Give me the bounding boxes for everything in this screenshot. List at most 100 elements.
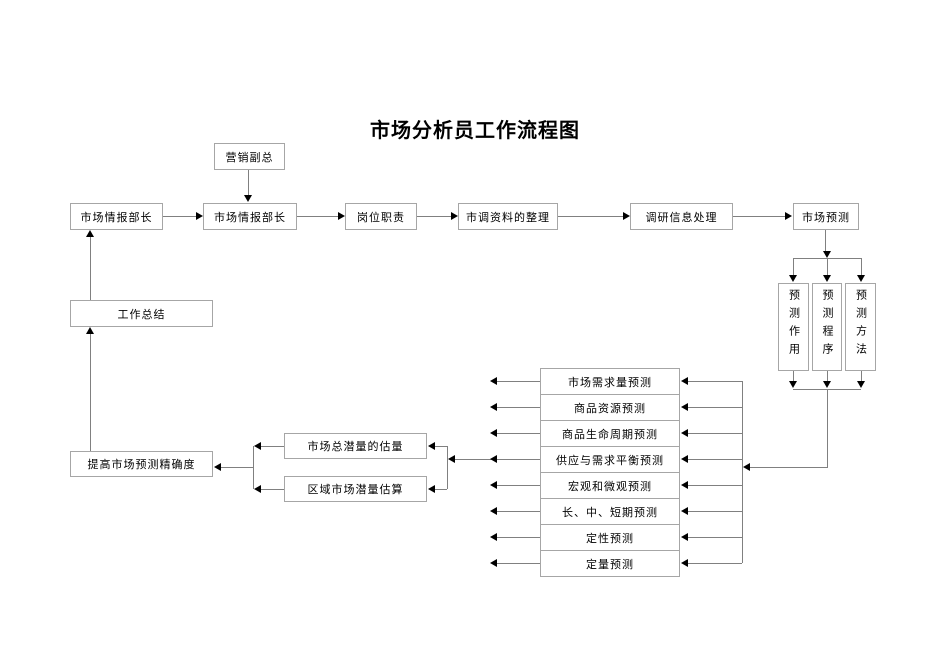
arrowhead-left-icon xyxy=(681,481,688,489)
arrowhead-left-icon xyxy=(681,507,688,515)
connector-line-horizontal xyxy=(297,216,338,217)
arrowhead-up-icon xyxy=(86,230,94,237)
connector-line-horizontal xyxy=(688,511,742,512)
node-marketing-vp: 营销副总 xyxy=(214,143,285,170)
node-forecast-role: 预测作用 xyxy=(778,283,809,371)
node-survey-data-org: 市调资料的整理 xyxy=(458,203,558,230)
node-forecast-type-term: 长、中、短期预测 xyxy=(540,498,680,525)
connector-line-horizontal xyxy=(733,216,785,217)
connector-line-horizontal xyxy=(261,446,284,447)
connector-line-vertical xyxy=(793,258,794,275)
node-improve-accuracy: 提高市场预测精确度 xyxy=(70,451,213,477)
node-forecast-type-macro-micro: 宏观和微观预测 xyxy=(540,472,680,499)
connector-line-horizontal xyxy=(497,485,540,486)
arrowhead-left-icon xyxy=(681,559,688,567)
arrowhead-left-icon xyxy=(214,463,221,471)
arrowhead-down-icon xyxy=(857,275,865,282)
connector-line-vertical xyxy=(90,334,91,451)
arrowhead-left-icon xyxy=(490,559,497,567)
connector-line-horizontal xyxy=(497,563,540,564)
arrowhead-left-icon xyxy=(490,481,497,489)
arrowhead-left-icon xyxy=(490,377,497,385)
node-forecast-type-lifecycle: 商品生命周期预测 xyxy=(540,420,680,447)
connector-line-horizontal xyxy=(688,537,742,538)
connector-line-horizontal xyxy=(435,489,447,490)
node-intel-chief-left: 市场情报部长 xyxy=(70,203,163,230)
connector-line-horizontal xyxy=(261,489,284,490)
node-total-market-potential: 市场总潜量的估量 xyxy=(284,433,427,459)
arrowhead-right-icon xyxy=(623,212,630,220)
arrowhead-right-icon xyxy=(196,212,203,220)
connector-line-horizontal xyxy=(750,467,828,468)
connector-line-horizontal xyxy=(688,433,742,434)
arrowhead-down-icon xyxy=(823,275,831,282)
node-work-summary: 工作总结 xyxy=(70,300,213,327)
connector-line-horizontal xyxy=(417,216,451,217)
arrowhead-right-icon xyxy=(451,212,458,220)
arrowhead-left-icon xyxy=(448,455,455,463)
node-research-info-processing: 调研信息处理 xyxy=(630,203,733,230)
arrowhead-left-icon xyxy=(681,533,688,541)
arrowhead-left-icon xyxy=(681,403,688,411)
node-regional-market-potential: 区域市场潜量估算 xyxy=(284,476,427,502)
connector-line-vertical xyxy=(253,446,254,489)
arrowhead-right-icon xyxy=(338,212,345,220)
arrowhead-down-icon xyxy=(244,195,252,202)
arrowhead-left-icon xyxy=(490,403,497,411)
connector-line-horizontal xyxy=(497,537,540,538)
node-forecast-type-demand: 市场需求量预测 xyxy=(540,368,680,395)
connector-line-vertical xyxy=(827,371,828,381)
arrowhead-left-icon xyxy=(254,485,261,493)
flowchart-title: 市场分析员工作流程图 xyxy=(370,120,580,142)
connector-line-horizontal xyxy=(497,511,540,512)
arrowhead-left-icon xyxy=(681,377,688,385)
connector-line-horizontal xyxy=(497,407,540,408)
arrowhead-left-icon xyxy=(681,455,688,463)
connector-line-vertical xyxy=(248,170,249,195)
node-forecast-type-supply-demand: 供应与需求平衡预测 xyxy=(540,446,680,473)
arrowhead-left-icon xyxy=(490,507,497,515)
connector-line-horizontal xyxy=(163,216,196,217)
connector-line-horizontal xyxy=(688,407,742,408)
arrowhead-down-icon xyxy=(789,275,797,282)
node-intel-chief-main: 市场情报部长 xyxy=(203,203,297,230)
arrowhead-up-icon xyxy=(86,327,94,334)
connector-line-horizontal xyxy=(455,459,540,460)
connector-line-horizontal xyxy=(688,381,742,382)
connector-line-vertical xyxy=(827,258,828,275)
connector-line-horizontal xyxy=(688,459,742,460)
node-forecast-type-qualitative: 定性预测 xyxy=(540,524,680,551)
arrowhead-down-icon xyxy=(789,381,797,388)
connector-line-vertical xyxy=(793,371,794,381)
arrowhead-left-icon xyxy=(490,455,497,463)
arrowhead-left-icon xyxy=(490,533,497,541)
connector-line-vertical xyxy=(861,258,862,275)
node-forecast-procedure: 预测程序 xyxy=(812,283,842,371)
connector-line-horizontal xyxy=(497,433,540,434)
arrowhead-down-icon xyxy=(823,381,831,388)
connector-line-vertical xyxy=(447,446,448,489)
arrowhead-right-icon xyxy=(785,212,792,220)
node-forecast-method: 预测方法 xyxy=(845,283,876,371)
connector-line-vertical xyxy=(827,389,828,467)
connector-line-vertical xyxy=(861,371,862,381)
arrowhead-left-icon xyxy=(490,429,497,437)
arrowhead-left-icon xyxy=(254,442,261,450)
arrowhead-left-icon xyxy=(743,463,750,471)
node-forecast-type-quantitative: 定量预测 xyxy=(540,550,680,577)
connector-line-horizontal xyxy=(688,485,742,486)
connector-line-horizontal xyxy=(435,446,447,447)
connector-line-horizontal xyxy=(497,381,540,382)
node-job-duty: 岗位职责 xyxy=(345,203,417,230)
arrowhead-down-icon xyxy=(857,381,865,388)
node-forecast-type-resource: 商品资源预测 xyxy=(540,394,680,421)
connector-line-horizontal xyxy=(221,467,253,468)
connector-line-horizontal xyxy=(688,563,742,564)
connector-line-vertical xyxy=(825,230,826,251)
connector-line-vertical xyxy=(742,381,743,563)
arrowhead-left-icon xyxy=(681,429,688,437)
arrowhead-down-icon xyxy=(823,251,831,258)
connector-line-horizontal xyxy=(558,216,623,217)
arrowhead-left-icon xyxy=(428,485,435,493)
